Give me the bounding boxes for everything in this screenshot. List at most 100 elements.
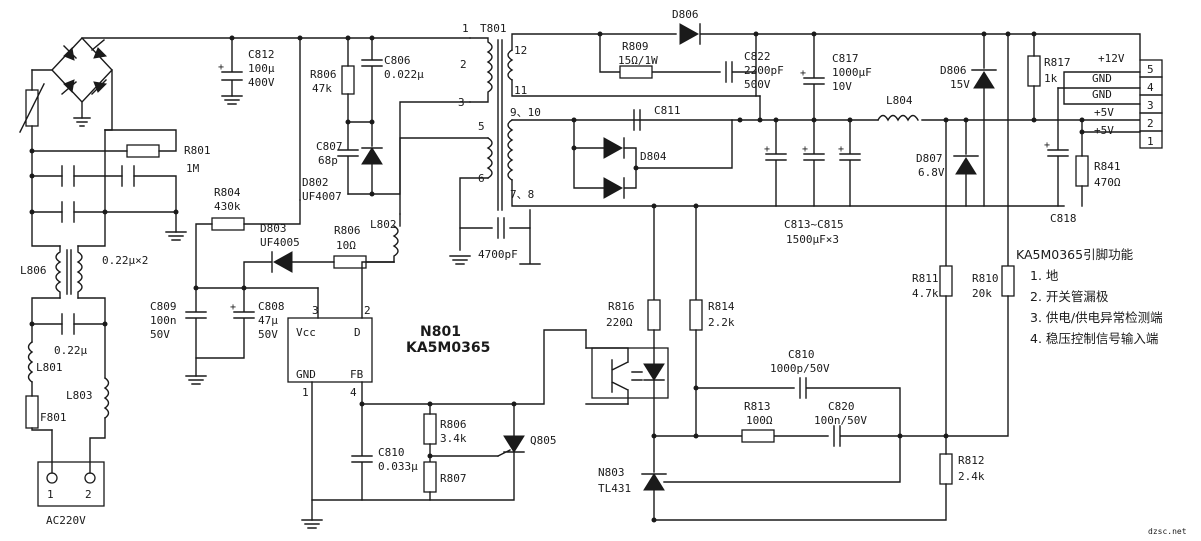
ground-symbol [165,231,187,241]
r806b-ref: R806 [334,224,361,237]
c809-ref: C809 [150,300,177,313]
resistor-r813 [741,429,775,443]
inductor-l806-a [55,245,62,299]
net-gnd-2: GND [1092,88,1112,101]
d803-v1: UF4005 [260,236,300,249]
resistor-r816 [647,299,661,331]
ic-n801 [287,317,373,383]
c808-v1: 47μ [258,314,278,327]
t-pin1: 1 [462,22,469,35]
cap-x-bottom [61,313,75,335]
d803-ref: D803 [260,222,287,235]
fuse-f801 [25,395,39,429]
d802-v1: UF4007 [302,190,342,203]
resistor-r812 [939,453,953,485]
primary-section: + C812 100μ 400V R806 47k C806 0.022μ C8… [150,22,587,529]
t-pin7-8: 7、8 [510,188,534,201]
r804-v1: 430k [214,200,241,213]
c813-ref: C813~C815 [784,218,844,231]
f801-label: F801 [40,411,67,424]
diode-d804-b [603,177,624,199]
watermark: dzsc.net [1148,527,1187,536]
c812-v2: 400V [248,76,275,89]
note-item-1: 1. 地 [1030,268,1059,283]
t-pin5: 5 [478,120,485,133]
r812-v1: 2.4k [958,470,985,483]
diode-d804-a [603,137,624,159]
resistor-r809 [619,65,653,79]
r807-ref: R807 [440,472,467,485]
ic-pin3: 3 [312,304,319,317]
diode-d803 [272,251,293,273]
c806-v1: 0.022μ [384,68,424,81]
ac-pin1-label: 1 [47,488,54,501]
zener-d807 [955,157,977,175]
net-5v-2: +5V [1094,124,1114,137]
resistor-r841 [1075,155,1089,187]
c820-v1: 100n/50V [814,414,867,427]
transformer-secondary-5v [507,119,514,181]
d807-v1: 6.8V [918,166,945,179]
r812-ref: R812 [958,454,985,467]
thyristor-q805 [503,435,525,453]
resistor-r811 [939,265,953,297]
d806a-ref: D806 [672,8,699,21]
c818-ref: C818 [1050,212,1077,225]
resistor-r817 [1027,55,1041,87]
c822-v2: 500V [744,78,771,91]
cap-x-bottom-label: 0.22μ [54,344,87,357]
svg-text:+: + [1044,140,1050,151]
inductor-l803 [103,377,110,419]
inductor-l806-b [76,245,83,299]
r806a-v1: 47k [312,82,332,95]
secondary-section: 12 11 9、10 7、8 D806 R809 15Ω/1W C822 220… [507,8,1163,246]
r806c-v1: 3.4k [440,432,467,445]
c810a-ref: C810 [788,348,815,361]
svg-text:+: + [230,302,236,313]
ic-part: KA5M0365 [406,340,490,356]
t-pin12: 12 [514,44,527,57]
r811-v1: 4.7k [912,287,939,300]
conn-pin4: 4 [1147,81,1154,94]
q805-ref: Q805 [530,434,557,447]
l804-ref: L804 [886,94,913,107]
conn-pin5: 5 [1147,63,1154,76]
ic-pin-fb: FB [350,368,364,381]
ic-pin-gnd: GND [296,368,316,381]
note-item-4: 4. 稳压控制信号输入端 [1030,331,1158,346]
c822-ref: C822 [744,50,771,63]
r810-v1: 20k [972,287,992,300]
c812-ref: C812 [248,48,275,61]
resistor-r806-3k4 [423,413,437,445]
d807-ref: D807 [916,152,943,165]
c817-ref: C817 [832,52,859,65]
r841-v1: 470Ω [1094,176,1121,189]
inductor-l801 [27,341,34,383]
l802-ref: L802 [370,218,397,231]
ic-ref: N801 [420,324,461,340]
r814-ref: R814 [708,300,735,313]
pin-function-notes: KA5M0365引脚功能 1. 地 2. 开关管漏极 3. 供电/供电异常检测端… [1016,247,1163,346]
conn-pin1: 1 [1147,135,1154,148]
ground-bridge [73,117,91,127]
c810a-v1: 1000p/50V [770,362,830,375]
c809-v2: 50V [150,328,170,341]
ic-pin-d: D [354,326,361,339]
c817-v2: 10V [832,80,852,93]
r817-v1: 1k [1044,72,1058,85]
r816-ref: R816 [608,300,635,313]
l803-label: L803 [66,389,93,402]
l806-label: L806 [20,264,47,277]
r804-ref: R804 [214,186,241,199]
net-gnd-1: GND [1092,72,1112,85]
svg-text:+: + [838,144,844,155]
t-pin11: 11 [514,84,527,97]
ic-pin2: 2 [364,304,371,317]
resistor-r804 [211,217,245,231]
resistor-r806-10 [333,255,367,269]
n803-ref: N803 [598,466,625,479]
transformer-secondary-12v [507,49,514,81]
c810b-v1: 0.033μ [378,460,418,473]
r801-ref: R801 [184,144,211,157]
resistor-r806-47k [341,65,355,95]
